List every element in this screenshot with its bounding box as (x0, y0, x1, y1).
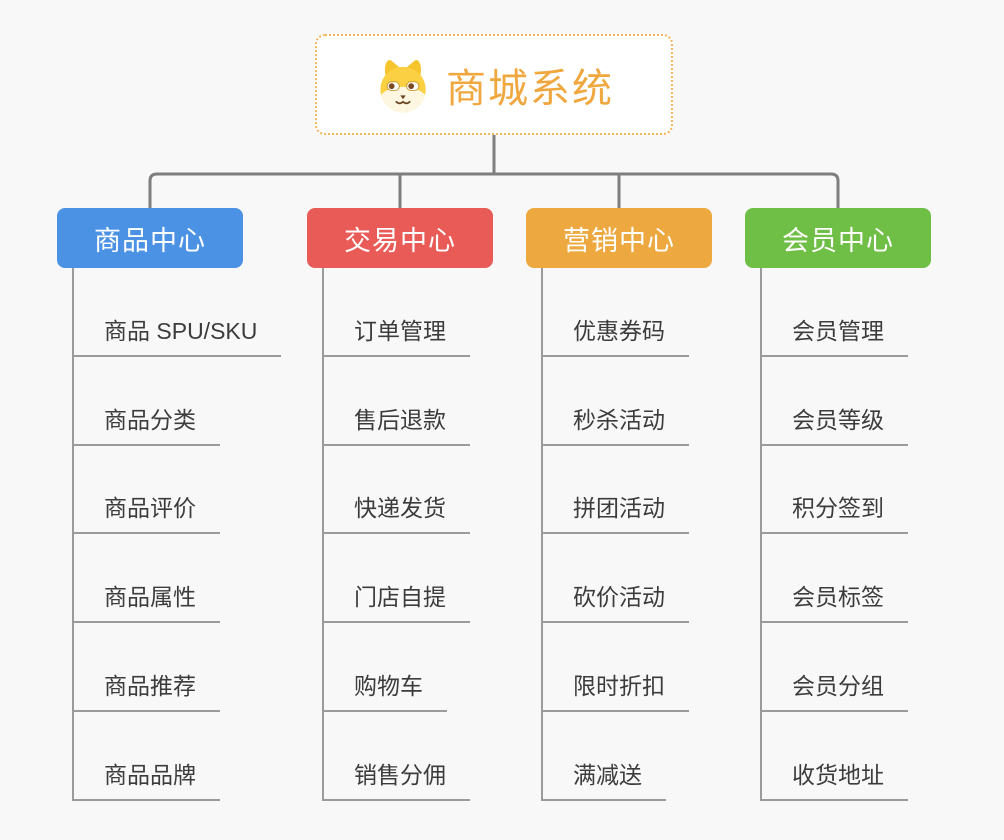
root-title: 商城系统 (446, 66, 614, 111)
leaf-label: 商品评价 (104, 495, 196, 522)
leaf-node-3-2[interactable]: 秒杀活动 (543, 357, 689, 446)
leaf-node-4-3[interactable]: 积分签到 (762, 446, 908, 535)
leaf-node-1-4[interactable]: 商品属性 (74, 534, 220, 624)
leaf-label: 积分签到 (792, 495, 884, 522)
leaf-node-3-5[interactable]: 限时折扣 (543, 623, 689, 713)
leaf-label: 商品分类 (104, 406, 196, 433)
leaf-label: 快递发货 (354, 495, 446, 522)
branch-children-2: 订单管理 售后退款 快递发货 门店自提 购物车 销售分佣 (322, 268, 470, 801)
leaf-label: 秒杀活动 (573, 406, 665, 433)
leaf-node-3-3[interactable]: 拼团活动 (543, 446, 689, 535)
leaf-label: 会员分组 (792, 673, 884, 700)
leaf-label: 门店自提 (354, 584, 446, 611)
branch-label: 会员中心 (782, 225, 894, 256)
leaf-node-4-6[interactable]: 收货地址 (762, 712, 908, 801)
leaf-label: 收货地址 (792, 761, 884, 788)
leaf-label: 满减送 (573, 761, 642, 788)
leaf-label: 会员标签 (792, 584, 884, 611)
leaf-label: 订单管理 (354, 317, 446, 344)
leaf-node-4-5[interactable]: 会员分组 (762, 623, 908, 713)
branch-children-3: 优惠券码 秒杀活动 拼团活动 砍价活动 限时折扣 满减送 (541, 268, 689, 801)
shiba-dog-icon (380, 59, 426, 112)
leaf-node-2-6[interactable]: 销售分佣 (324, 712, 470, 801)
branch-node-2[interactable]: 交易中心 (307, 208, 493, 268)
branch-node-3[interactable]: 营销中心 (526, 208, 712, 268)
leaf-label: 商品 SPU/SKU (104, 317, 258, 344)
leaf-node-3-6[interactable]: 满减送 (543, 712, 666, 801)
bus-line (148, 172, 840, 208)
leaf-node-3-4[interactable]: 砍价活动 (543, 534, 689, 624)
leaf-label: 销售分佣 (354, 761, 446, 788)
branch-label: 商品中心 (94, 225, 206, 256)
leaf-label: 会员管理 (792, 317, 884, 344)
leaf-node-1-5[interactable]: 商品推荐 (74, 623, 220, 713)
leaf-node-2-5[interactable]: 购物车 (324, 623, 447, 713)
branch-children-1: 商品 SPU/SKU 商品分类 商品评价 商品属性 商品推荐 商品品牌 (72, 268, 282, 801)
leaf-label: 购物车 (354, 673, 423, 700)
leaf-node-2-1[interactable]: 订单管理 (324, 268, 470, 357)
leaf-label: 优惠券码 (573, 317, 665, 344)
branch-node-4[interactable]: 会员中心 (745, 208, 931, 268)
leaf-label: 商品品牌 (104, 761, 196, 788)
branch-children-4: 会员管理 会员等级 积分签到 会员标签 会员分组 收货地址 (760, 268, 908, 801)
leaf-node-4-2[interactable]: 会员等级 (762, 357, 908, 446)
branch-label: 营销中心 (563, 225, 675, 256)
leaf-label: 砍价活动 (573, 584, 665, 611)
leaf-node-2-2[interactable]: 售后退款 (324, 357, 470, 446)
leaf-label: 拼团活动 (573, 495, 665, 522)
leaf-node-2-4[interactable]: 门店自提 (324, 534, 470, 624)
branch-node-1[interactable]: 商品中心 (57, 208, 243, 268)
leaf-label: 商品推荐 (104, 673, 196, 700)
leaf-node-1-3[interactable]: 商品评价 (74, 446, 220, 535)
leaf-node-1-2[interactable]: 商品分类 (74, 357, 220, 446)
leaf-label: 售后退款 (354, 406, 446, 433)
branch-label: 交易中心 (344, 225, 456, 256)
leaf-node-2-3[interactable]: 快递发货 (324, 446, 470, 535)
leaf-node-1-6[interactable]: 商品品牌 (74, 712, 220, 801)
root-node[interactable]: 商城系统 (315, 34, 673, 135)
leaf-node-4-4[interactable]: 会员标签 (762, 534, 908, 624)
leaf-node-4-1[interactable]: 会员管理 (762, 268, 908, 357)
leaf-node-3-1[interactable]: 优惠券码 (543, 268, 689, 357)
leaf-label: 商品属性 (104, 584, 196, 611)
leaf-label: 会员等级 (792, 406, 884, 433)
leaf-node-1-1[interactable]: 商品 SPU/SKU (74, 268, 282, 357)
leaf-label: 限时折扣 (573, 673, 665, 700)
